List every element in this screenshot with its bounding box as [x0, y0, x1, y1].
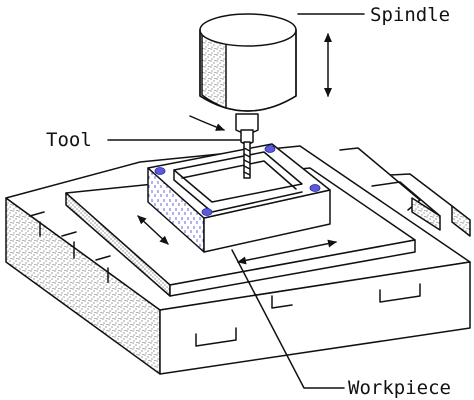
base-front-face	[159, 261, 471, 375]
spindle	[199, 13, 297, 112]
base-step-lines	[29, 211, 111, 283]
workpiece-label: Workpiece	[348, 377, 451, 399]
base-right-rib	[411, 197, 441, 231]
table-y-motion-arrow-icon	[137, 215, 169, 245]
hole-icon	[309, 184, 321, 192]
base-right-rib-2	[451, 205, 471, 237]
base-front-slots	[195, 283, 421, 347]
tool-label: Tool	[46, 129, 92, 151]
tool-rotation-arrow-icon	[189, 115, 225, 131]
hole-icon	[264, 145, 276, 153]
spindle-shade	[201, 33, 227, 109]
tool-flutes	[243, 147, 251, 176]
hole-icon	[201, 208, 213, 216]
workpiece-pocket	[173, 151, 303, 203]
table-x-motion-arrow-icon	[237, 239, 337, 265]
workpiece	[147, 143, 331, 253]
hole-icon	[154, 167, 166, 175]
spindle-label: Spindle	[370, 4, 450, 26]
workpiece-pocket-walls	[173, 160, 303, 213]
workpiece-leader-line	[231, 249, 345, 389]
tool	[235, 113, 259, 179]
spindle-top	[199, 13, 297, 47]
spindle-body-outline	[199, 29, 297, 112]
